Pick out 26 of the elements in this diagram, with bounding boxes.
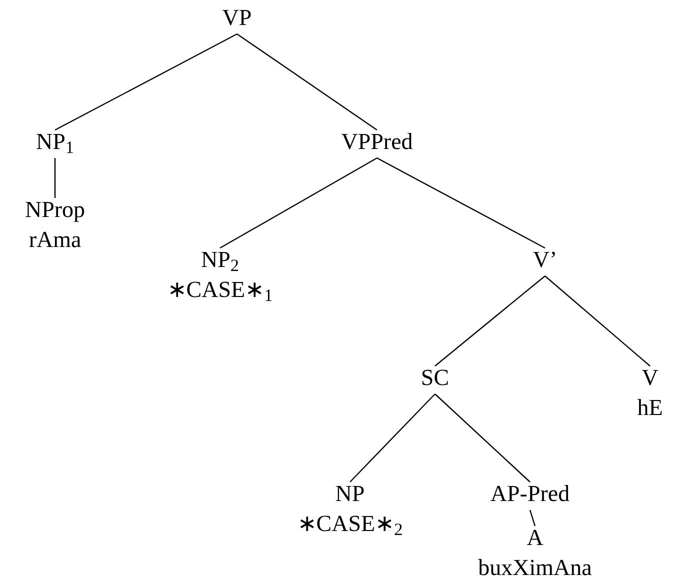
node-label: V’ [532, 246, 558, 274]
node-label: NP$_{1}$ [36, 128, 74, 156]
tree-branch [529, 510, 536, 526]
node-label: NProp [24, 196, 86, 224]
node-label: AP-Pred [490, 480, 570, 508]
node-label: A [526, 524, 544, 552]
node-label: NP$_{2}$ [200, 246, 239, 274]
word-label: ∗CASE∗$_{2}$ [297, 510, 403, 538]
tree-branch [54, 33, 238, 131]
tree-branch [220, 157, 378, 249]
tree-branch [54, 158, 56, 198]
tree-branch [376, 157, 546, 249]
word-label: rAma [28, 226, 82, 254]
node-label: V [642, 364, 658, 392]
node-label: SC [420, 364, 450, 392]
tree-branch [236, 34, 378, 130]
word-label: hE [637, 394, 663, 422]
node-label: NP [335, 480, 365, 508]
tree-branch [434, 276, 546, 366]
word-label: ∗CASE∗$_{1}$ [167, 276, 273, 304]
tree-branch [434, 394, 530, 482]
word-label: buxXimAna [478, 554, 592, 581]
tree-branch [350, 394, 436, 482]
node-label: VP [222, 4, 252, 32]
node-label: VPPred [341, 128, 413, 156]
tree-branch [544, 276, 650, 366]
